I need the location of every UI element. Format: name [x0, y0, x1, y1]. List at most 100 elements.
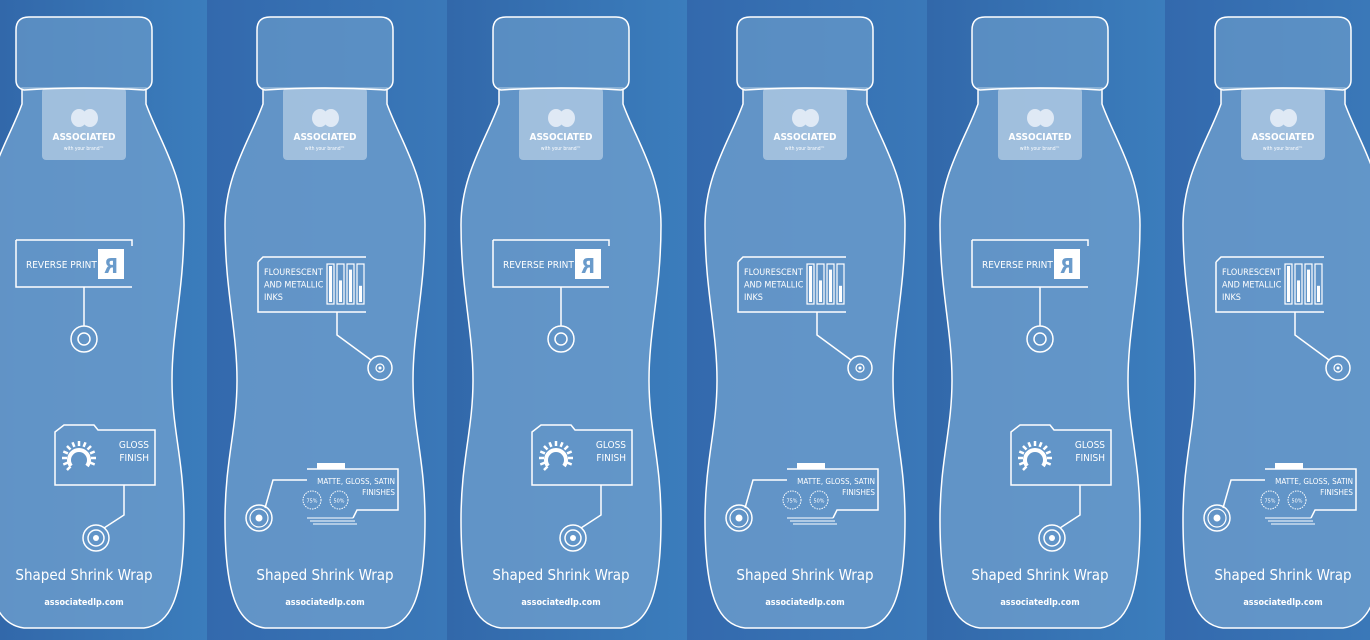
gauge-tick	[66, 445, 72, 451]
logo-shape	[1270, 109, 1286, 127]
feature-fluorescent-inks: AND METALLIC	[1222, 281, 1282, 291]
feature-matte-gloss-satin: MATTE, GLOSS, SATIN	[797, 477, 875, 486]
brand-tagline: with your brand™	[1020, 146, 1060, 152]
feature-reverse-print: REVERSE PRINT	[26, 260, 97, 271]
bottle-body	[1182, 87, 1370, 629]
gauge-tick	[539, 461, 546, 466]
hotspot-dot	[255, 514, 263, 522]
finish-badge-label: 50%	[334, 499, 345, 505]
logo-shape	[548, 109, 564, 127]
feature-fluorescent-inks: FLOURESCENT	[264, 268, 323, 278]
reverse-r-icon	[1054, 249, 1080, 279]
logo-shape	[792, 109, 808, 127]
reverse-r-glyph: R	[1060, 254, 1074, 278]
finish-badge-icon	[782, 490, 802, 510]
hotspot-icon	[725, 504, 753, 532]
gauge-tick	[82, 441, 87, 448]
box-tab	[797, 463, 825, 469]
associated-logo-icon	[792, 109, 819, 127]
brand-name: ASSOCIATED	[529, 132, 592, 143]
hotspot-dot	[1049, 535, 1055, 541]
feature-gloss-finish: GLOSS	[119, 440, 149, 451]
feature-matte-gloss-satin: MATTE, GLOSS, SATIN	[1275, 477, 1353, 486]
hotspot-inner	[1333, 363, 1343, 373]
website-url: associatedlp.com	[1243, 598, 1322, 608]
gauge-arc	[544, 448, 568, 468]
callout-box	[307, 468, 399, 519]
finish-badge-label: 50%	[814, 499, 825, 505]
brand-tagline: with your brand™	[305, 146, 345, 152]
feature-fluorescent-inks: INKS	[1222, 293, 1241, 303]
website-url: associatedlp.com	[285, 598, 364, 608]
ink-level	[1317, 285, 1320, 302]
hotspot-dot	[1213, 514, 1221, 522]
hotspot-inner	[1033, 332, 1047, 346]
gauge-tick	[566, 461, 573, 466]
gauge-tick	[1022, 445, 1028, 451]
finish-badge-icon	[302, 490, 322, 510]
product-title: Shaped Shrink Wrap	[971, 566, 1108, 584]
gauge-tick	[1045, 450, 1052, 455]
gauge-tick	[1038, 441, 1043, 448]
ink-level	[339, 280, 342, 302]
ink-bar	[1304, 263, 1313, 305]
product-title: Shaped Shrink Wrap	[492, 566, 629, 584]
brand-name: ASSOCIATED	[293, 132, 356, 143]
product-title: Shaped Shrink Wrap	[256, 566, 393, 584]
finish-badge-icon	[1260, 490, 1280, 510]
callout-box	[531, 424, 633, 486]
feature-gloss-finish: FINISH	[596, 453, 626, 464]
finish-badge-icon	[329, 490, 349, 510]
brand-tagline: with your brand™	[64, 146, 104, 152]
ink-bar	[826, 263, 835, 305]
website-url: associatedlp.com	[521, 598, 600, 608]
logo-shape	[803, 109, 819, 127]
gloss-gauge-icon	[1018, 441, 1052, 471]
bottle-body	[460, 87, 662, 629]
ink-bars-icon	[1284, 263, 1323, 305]
ink-level	[839, 285, 842, 302]
callout-line	[103, 485, 125, 529]
associated-logo-icon	[312, 109, 339, 127]
ink-level	[359, 285, 362, 302]
callout-line	[336, 312, 372, 361]
feature-gloss-finish: FINISH	[1075, 453, 1105, 464]
hotspot-dot	[735, 514, 743, 522]
gauge-tick	[539, 450, 546, 455]
reverse-r-icon	[575, 249, 601, 279]
feature-fluorescent-inks: AND METALLIC	[264, 281, 324, 291]
bottle-cap	[15, 16, 153, 91]
callout-box	[737, 256, 846, 313]
gauge-arc	[1023, 448, 1047, 468]
bottle-cap	[256, 16, 394, 91]
callout-line	[1294, 312, 1330, 361]
ink-bar	[346, 263, 355, 305]
brand-name: ASSOCIATED	[1008, 132, 1071, 143]
hotspot-icon	[82, 524, 110, 552]
logo-shape	[559, 109, 575, 127]
bottle-body	[0, 87, 185, 629]
brand-tagline: with your brand™	[541, 146, 581, 152]
bottle-b: ASSOCIATED with your brand™ FLOURESCENT AND…	[224, 16, 426, 629]
ink-level	[1297, 280, 1300, 302]
bottle-cap	[971, 16, 1109, 91]
hotspot-inner	[1043, 529, 1061, 547]
hotspot-icon	[1203, 504, 1231, 532]
callout-line	[1059, 485, 1081, 529]
stack-lines-icon	[787, 517, 837, 525]
finish-badge-label: 75%	[787, 499, 798, 505]
logo-shape	[323, 109, 339, 127]
associated-logo-icon	[1270, 109, 1297, 127]
feature-reverse-print: REVERSE PRINT	[503, 260, 574, 271]
gauge-arc	[67, 448, 91, 468]
callout-box	[1010, 424, 1112, 486]
feature-matte-gloss-satin: FINISHES	[842, 488, 875, 497]
associated-logo-icon	[1027, 109, 1054, 127]
website-url: associatedlp.com	[1000, 598, 1079, 608]
ink-bar	[836, 263, 845, 305]
feature-gloss-finish: GLOSS	[1075, 440, 1105, 451]
callout-box	[1215, 256, 1324, 313]
